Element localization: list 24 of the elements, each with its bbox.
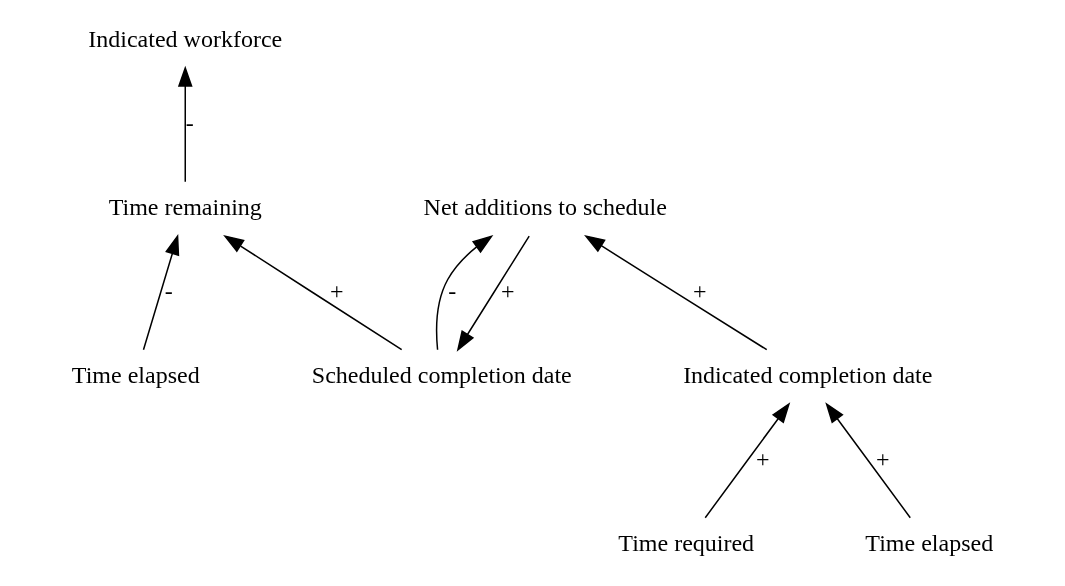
edge-label: + — [329, 277, 344, 304]
node-text: Indicated workforce — [88, 25, 283, 52]
arrow — [142, 233, 180, 351]
edge-label: + — [875, 445, 890, 472]
edge-label: - — [185, 109, 194, 136]
node-text: Net additions to schedule — [423, 193, 667, 220]
node-text: Time required — [618, 529, 755, 556]
arrow — [435, 234, 494, 351]
arrow — [223, 234, 403, 351]
node-text: Time elapsed — [71, 361, 200, 388]
edge-label: + — [500, 277, 515, 304]
edge-label: - — [448, 277, 457, 304]
edge-label: + — [755, 445, 770, 472]
arrow — [456, 235, 530, 352]
arrow — [177, 65, 193, 183]
arrow — [584, 234, 768, 351]
node-text: Time elapsed — [865, 529, 994, 556]
edge-label: - — [164, 277, 173, 304]
edge-label: + — [692, 277, 707, 304]
node-text: Scheduled completion date — [311, 361, 572, 388]
node-text: Indicated completion date — [683, 361, 933, 388]
arrow — [825, 402, 911, 519]
arrow — [704, 402, 791, 519]
node-text: Time remaining — [108, 193, 262, 220]
